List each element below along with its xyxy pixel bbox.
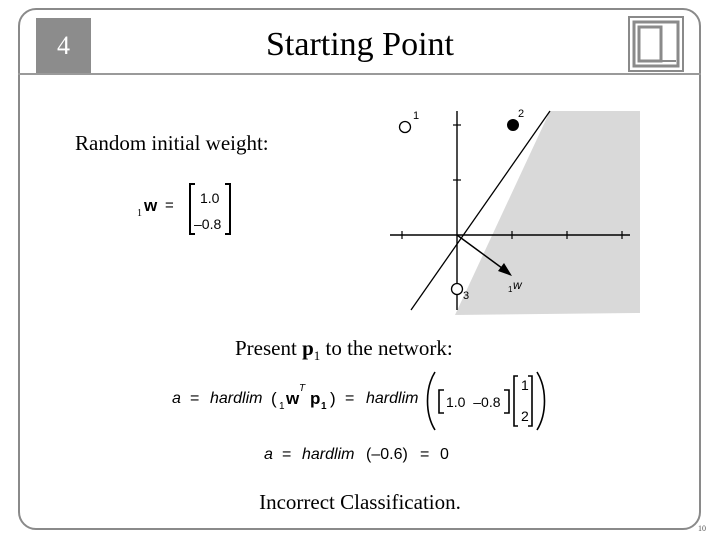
eq2-eq: = [282, 446, 292, 463]
eq1-row-vector: 1.0 –0.8 [446, 394, 501, 410]
present-text-before: Present [235, 336, 303, 360]
eq1-p: p [310, 389, 321, 408]
weight-vector [456, 234, 507, 272]
weight-label: w [513, 278, 523, 292]
random-weight-label: Random initial weight: [75, 131, 269, 155]
weight-top: 1.0 [200, 190, 220, 206]
weight-matrix-brackets [189, 183, 231, 235]
positive-region [455, 111, 640, 315]
eq2-a: a [264, 446, 273, 463]
decision-boundary-line [410, 110, 551, 311]
eq1-presub: 1 [279, 401, 285, 412]
present-instruction: Present p1 to the network: [235, 336, 453, 364]
weight-bottom: –0.8 [194, 216, 222, 232]
slide-frame [18, 8, 701, 530]
weight-equals: = [165, 197, 174, 214]
eq1-fn: hardlim [210, 390, 263, 407]
point-3 [450, 282, 464, 296]
conclusion-text: Incorrect Classification. [259, 490, 461, 514]
eq1-paren-close: ) [330, 389, 336, 408]
eq1-paren-open: ( [271, 389, 277, 408]
decision-boundary-diagram: 1 2 3 1 w [390, 108, 640, 315]
point-2 [398, 120, 412, 134]
present-text-after: to the network: [320, 336, 453, 360]
eq2-arg: (–0.6) [366, 446, 408, 463]
eq1-w: w [286, 389, 300, 408]
point-3-label: 3 [463, 290, 469, 302]
weight-var: w [144, 196, 158, 215]
point-2-label: 1 [413, 110, 419, 122]
chapter-number-box: 4 [36, 18, 91, 73]
eq1-p-sub: 1 [321, 401, 327, 412]
present-p: p [302, 336, 314, 360]
eq1-brackets [426, 371, 546, 431]
eq1-col-top: 1 [521, 377, 529, 393]
eq2-eq2: = [420, 446, 430, 463]
title-divider [18, 73, 701, 75]
point-1-label: 2 [518, 108, 524, 120]
present-sub: 1 [313, 348, 321, 364]
weight-label-sub: 1 [508, 285, 513, 294]
eq2-result: 0 [440, 446, 449, 463]
eq2-fn: hardlim [302, 446, 355, 463]
book-logo-icon [628, 16, 684, 72]
eq1-eq2: = [345, 390, 355, 407]
point-1 [507, 119, 519, 131]
weight-presub: 1 [137, 208, 142, 219]
eq1-col-bottom: 2 [521, 408, 529, 424]
eq1-fn2: hardlim [366, 390, 419, 407]
chapter-number: 4 [57, 30, 70, 60]
eq1-a: a [172, 390, 181, 407]
page-number: 10 [698, 524, 706, 533]
weight-arrowhead [498, 263, 512, 276]
eq1-eq: = [190, 390, 200, 407]
slide-title: Starting Point [266, 26, 454, 63]
eq1-sup-t: T [299, 383, 306, 394]
